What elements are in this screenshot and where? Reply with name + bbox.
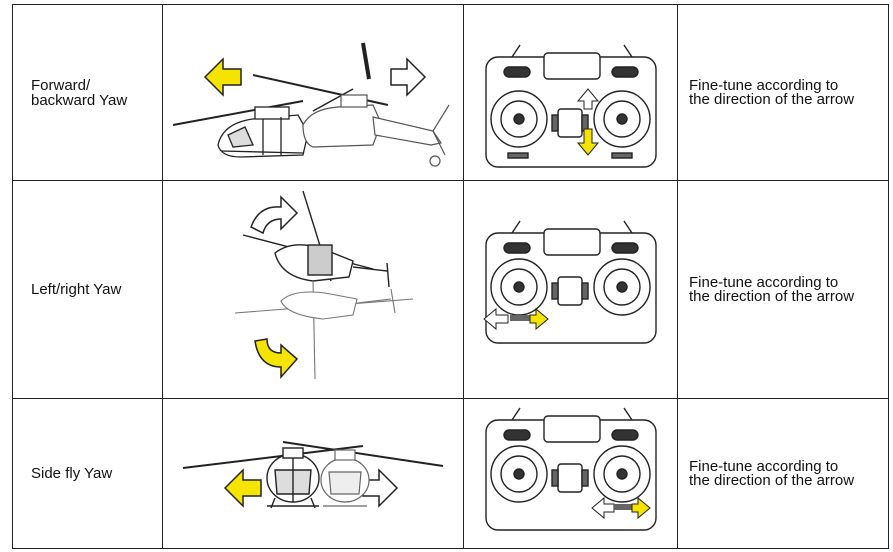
row-2-label: Left/right Yaw [31,281,122,298]
row-3-instruction: Fine-tune according to the direction of … [678,457,855,489]
row-1-label-line-2: backward Yaw [31,91,128,109]
white-up-arrow-icon [576,87,600,109]
helicopter-front-shadow-icon [320,449,370,507]
helicopter-top-view-icon [242,190,390,287]
row-2-instruction: Fine-tune according to the direction of … [678,273,855,305]
row-2-instruction-line-1: Fine-tune according to [689,273,839,291]
helicopter-front-icon [217,105,309,158]
row-3-instruction-line-2: the direction of the arrow [689,471,855,489]
row-3-label-cell: Side fly Yaw [12,398,162,549]
yellow-right-arrow-icon [631,496,651,520]
row-1-label: Forward/ backward Yaw [13,78,127,108]
white-curved-arrow-icon [250,194,299,234]
yellow-curved-arrow-icon [254,337,299,379]
transmitter-icon [485,44,657,168]
row-3-instruction-cell: Fine-tune according to the direction of … [677,398,889,549]
row-1-instruction-line-1: Fine-tune according to [689,76,839,94]
row-3-instruction-line-1: Fine-tune according to [689,457,839,475]
yellow-down-arrow-icon [576,128,600,156]
forward-backward-helicopter-illustration [172,42,450,167]
row-3-label: Side fly Yaw [31,465,113,482]
yellow-right-arrow-icon [529,307,549,330]
row-2-instruction-cell: Fine-tune according to the direction of … [677,180,889,398]
row-2-helicopter-cell [162,180,463,398]
transmitter-diagram-trim-left-right [483,220,657,344]
row-1-instruction-cell: Fine-tune according to the direction of … [677,4,889,180]
row-2-instruction-line-2: the direction of the arrow [689,287,855,305]
row-3-transmitter-cell [463,398,677,549]
row-2-transmitter-cell [463,180,677,398]
trim-instruction-table: Forward/ backward Yaw [12,4,889,549]
row-1-instruction: Fine-tune according to the direction of … [678,76,855,108]
transmitter-diagram-trim-forward [485,44,657,168]
row-1-transmitter-cell [463,4,677,180]
yellow-left-arrow-icon [203,56,242,97]
white-right-arrow-icon [390,56,427,97]
white-left-arrow-icon [483,307,509,330]
row-1-label-cell: Forward/ backward Yaw [12,4,162,180]
helicopter-back-icon [302,93,450,167]
side-fly-helicopter-illustration [182,441,444,509]
transmitter-diagram-trim-side [485,407,657,531]
helicopter-shadow-icon [234,280,414,379]
left-right-helicopter-illustration [234,190,414,379]
row-2-label-cell: Left/right Yaw [12,180,162,398]
row-1-helicopter-cell [162,4,463,180]
transmitter-icon [485,220,657,344]
yellow-left-arrow-icon [223,468,262,508]
helicopter-front-view-icon [266,447,320,509]
row-3-helicopter-cell [162,398,463,549]
row-1-instruction-line-2: the direction of the arrow [689,90,855,108]
transmitter-icon [485,407,657,531]
row-1-label-line-1: Forward/ [31,76,91,94]
